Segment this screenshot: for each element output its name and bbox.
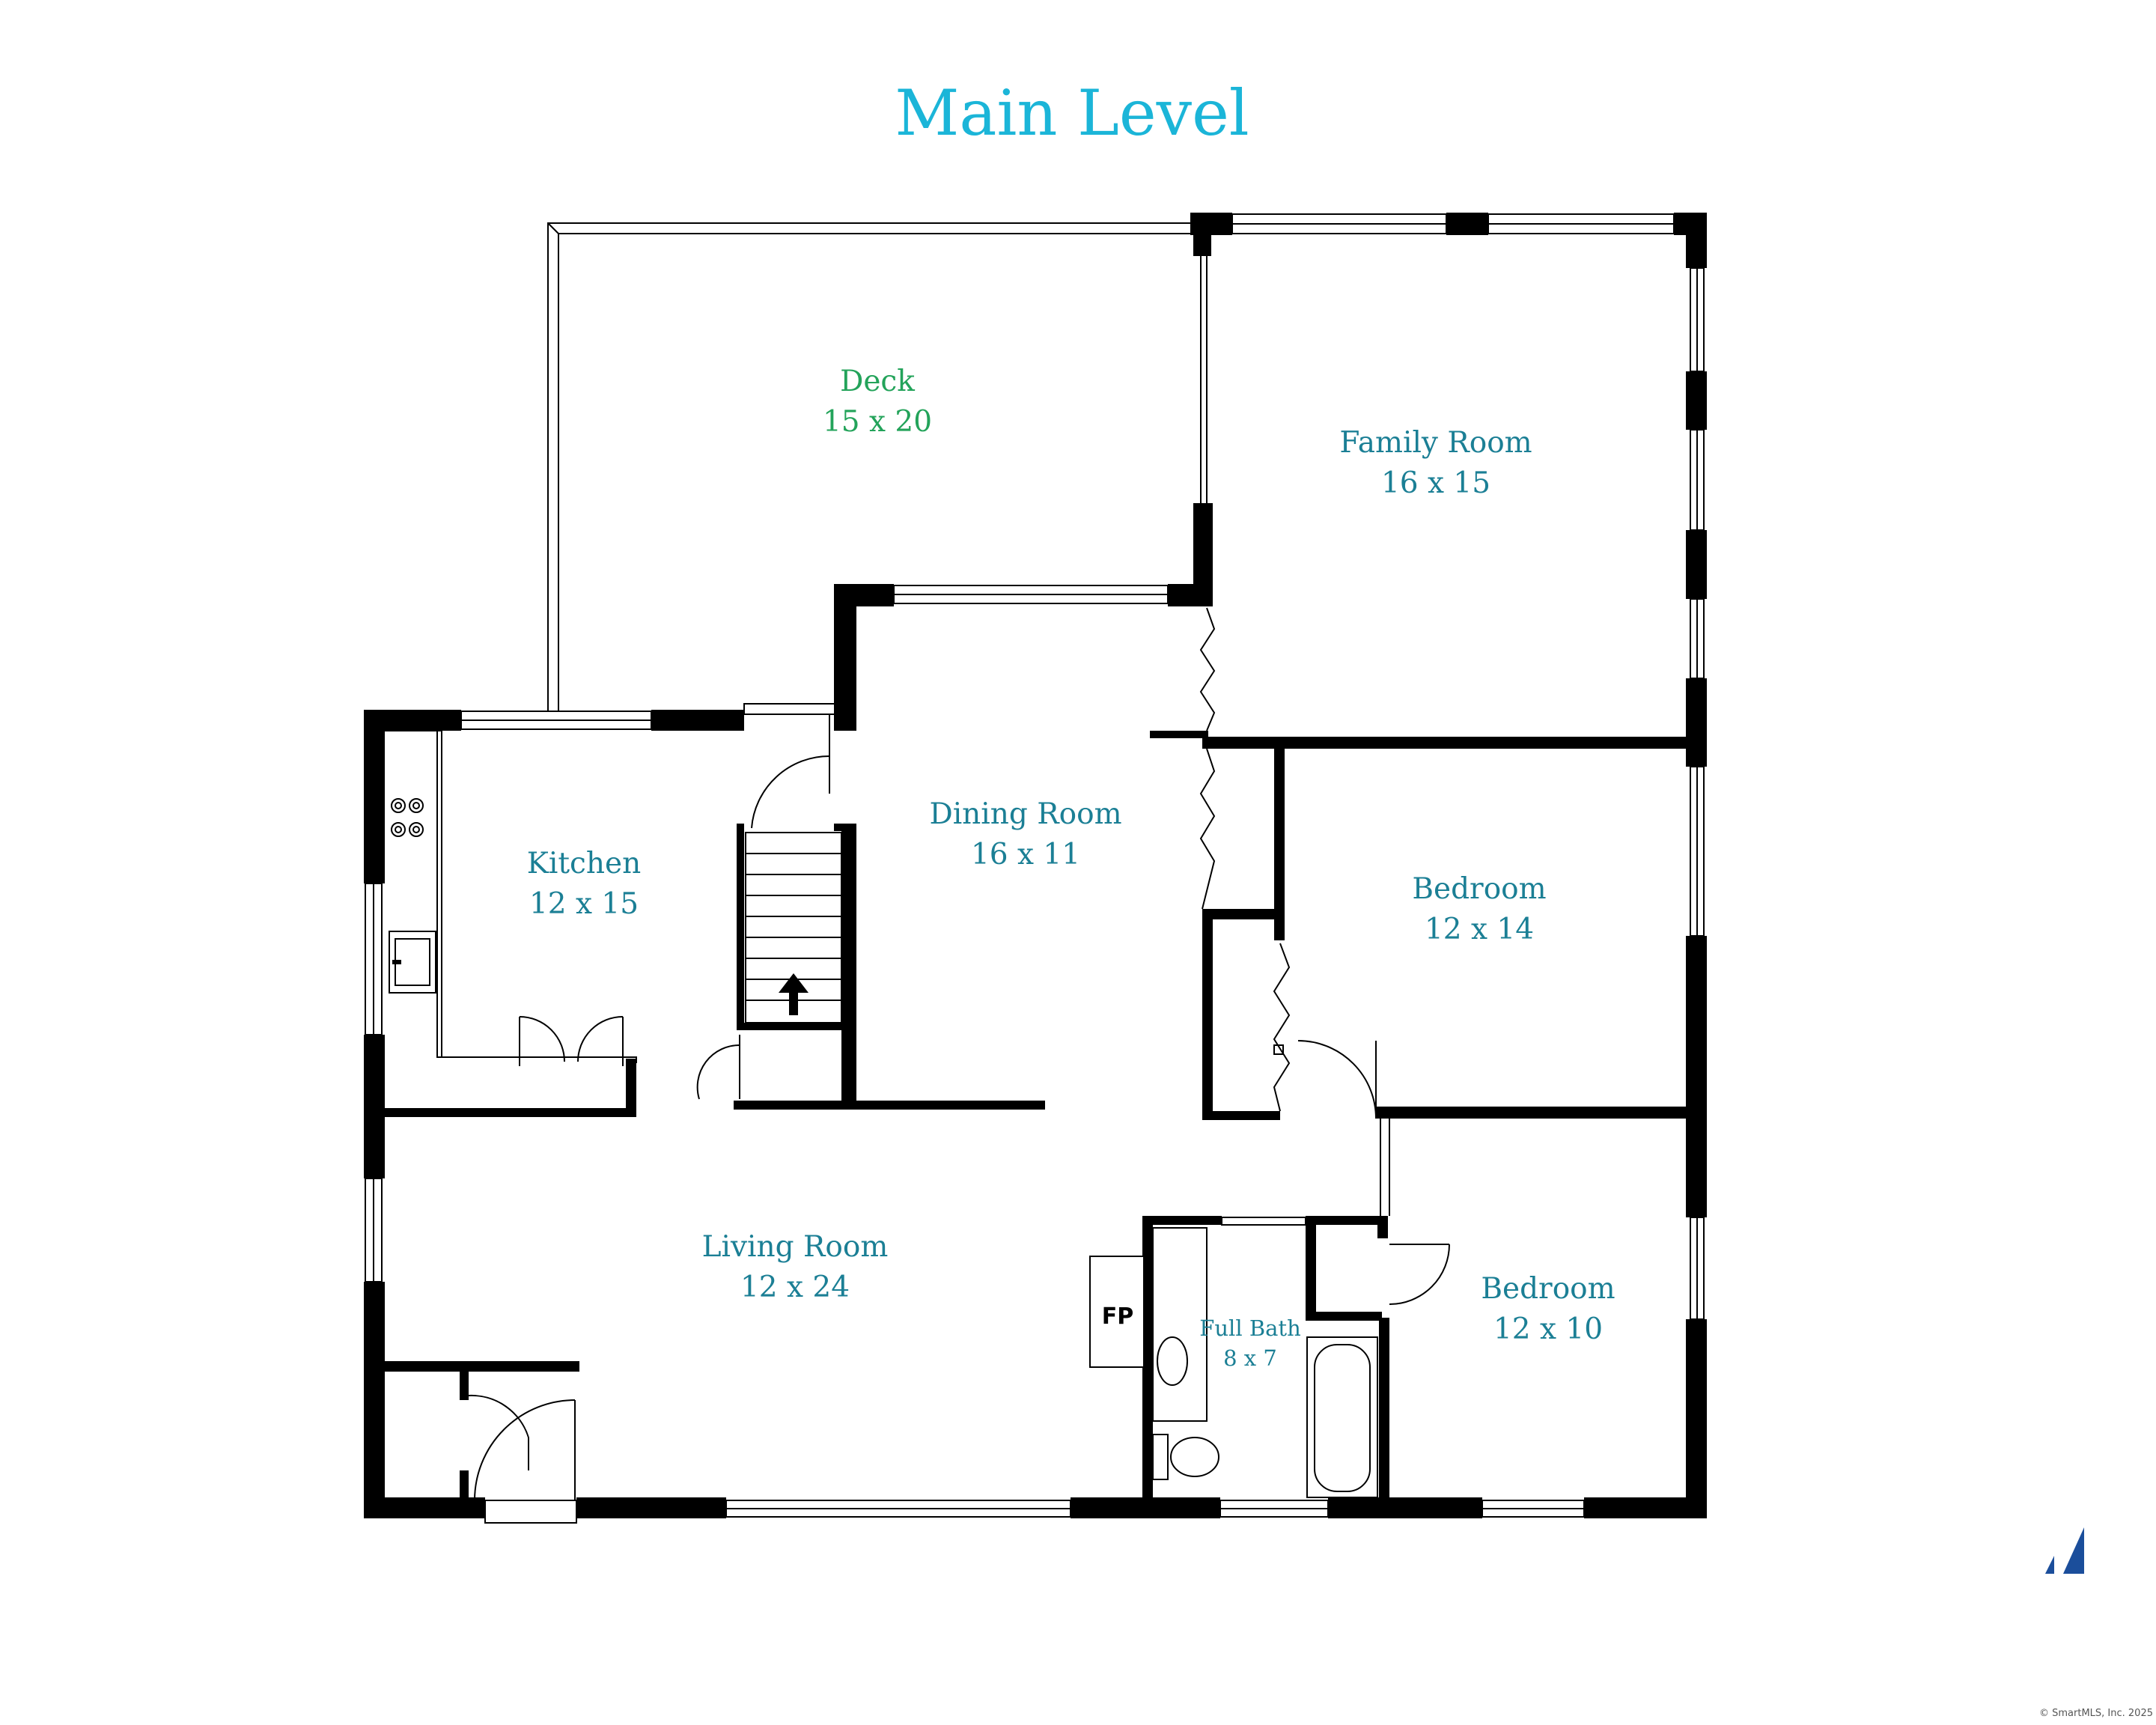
kitchen-counter — [385, 730, 438, 1057]
fireplace-label: FP — [1102, 1303, 1133, 1330]
walls — [364, 213, 1707, 1518]
full-bath-label: Full Bath — [1199, 1315, 1301, 1341]
page-title: Main Level — [895, 76, 1249, 150]
fireplace — [1089, 1256, 1145, 1368]
family-room-dims: 16 x 15 — [1381, 466, 1490, 500]
bedroom-1-dims: 12 x 14 — [1425, 913, 1534, 946]
deck-dims: 15 x 20 — [823, 405, 932, 439]
windows — [365, 213, 1705, 1524]
kitchen-dims: 12 x 15 — [529, 887, 639, 921]
sink-faucet-icon — [392, 960, 401, 964]
deck-outline — [547, 222, 1193, 713]
living-room-dims: 12 x 24 — [740, 1271, 850, 1304]
bathtub-icon — [1306, 1336, 1378, 1498]
full-bath-dims: 8 x 7 — [1223, 1345, 1277, 1371]
deck-label: Deck — [840, 365, 915, 398]
stairs — [745, 832, 842, 1023]
bedroom-2-dims: 12 x 10 — [1493, 1312, 1603, 1346]
sink-icon — [1157, 1336, 1188, 1386]
family-room-label: Family Room — [1339, 426, 1532, 460]
doors — [436, 256, 1450, 1501]
toilet-icon — [1170, 1437, 1219, 1477]
bedroom-2-label: Bedroom — [1481, 1272, 1615, 1306]
stove-icon — [391, 798, 424, 837]
kitchen-label: Kitchen — [527, 847, 641, 880]
living-room-label: Living Room — [702, 1230, 889, 1264]
stair-arrow-icon — [779, 973, 808, 1015]
brand-logo-icon — [2045, 1527, 2084, 1574]
dining-room-dims: 16 x 11 — [971, 838, 1080, 871]
bedroom-1-label: Bedroom — [1412, 872, 1546, 906]
copyright-text: © SmartMLS, Inc. 2025 — [2039, 1708, 2153, 1719]
bath-fixtures — [1152, 1227, 1378, 1498]
dining-room-label: Dining Room — [929, 797, 1121, 831]
